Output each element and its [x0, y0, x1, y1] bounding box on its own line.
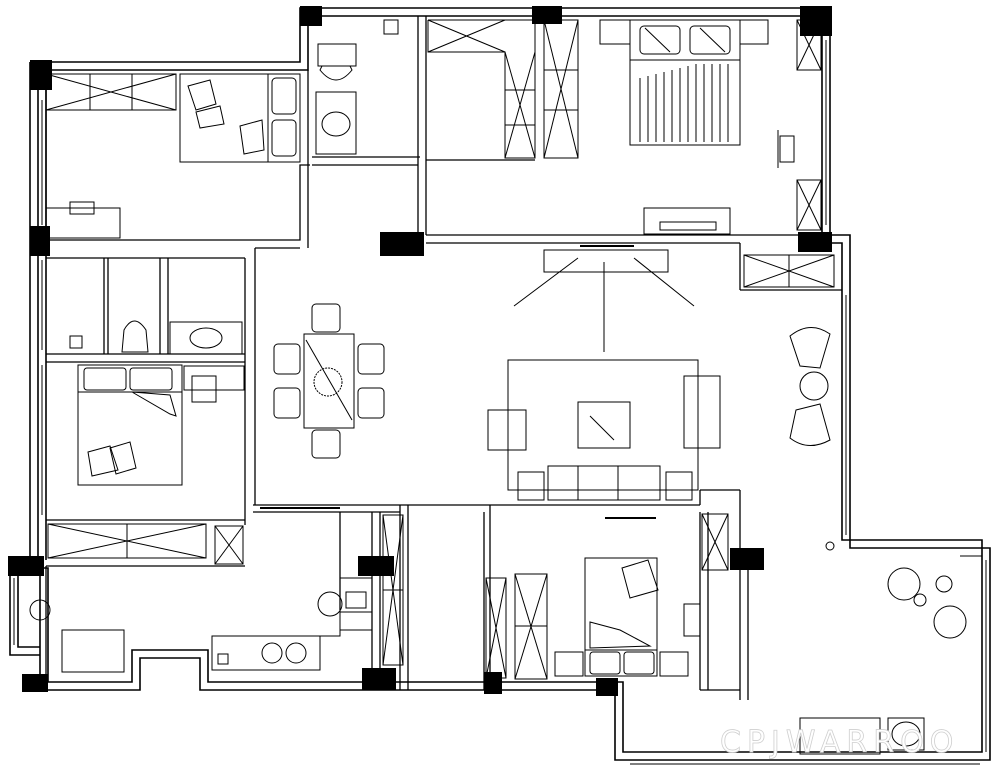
bathroom-fixtures	[29, 19, 925, 755]
kitchen-fixtures	[211, 577, 373, 671]
svg-text:CPJWARROO: CPJWARROO	[720, 725, 959, 760]
doors	[260, 245, 656, 519]
balcony-furniture	[887, 567, 967, 639]
desks	[45, 130, 795, 637]
beds	[77, 19, 769, 677]
interior-walls	[45, 16, 842, 700]
windows	[13, 40, 991, 765]
dining-set	[273, 303, 385, 459]
structural-columns	[8, 6, 832, 696]
watermark-logo: CPJWARROO	[720, 725, 959, 761]
wardrobes	[45, 19, 835, 680]
bed-stripes	[639, 64, 729, 142]
